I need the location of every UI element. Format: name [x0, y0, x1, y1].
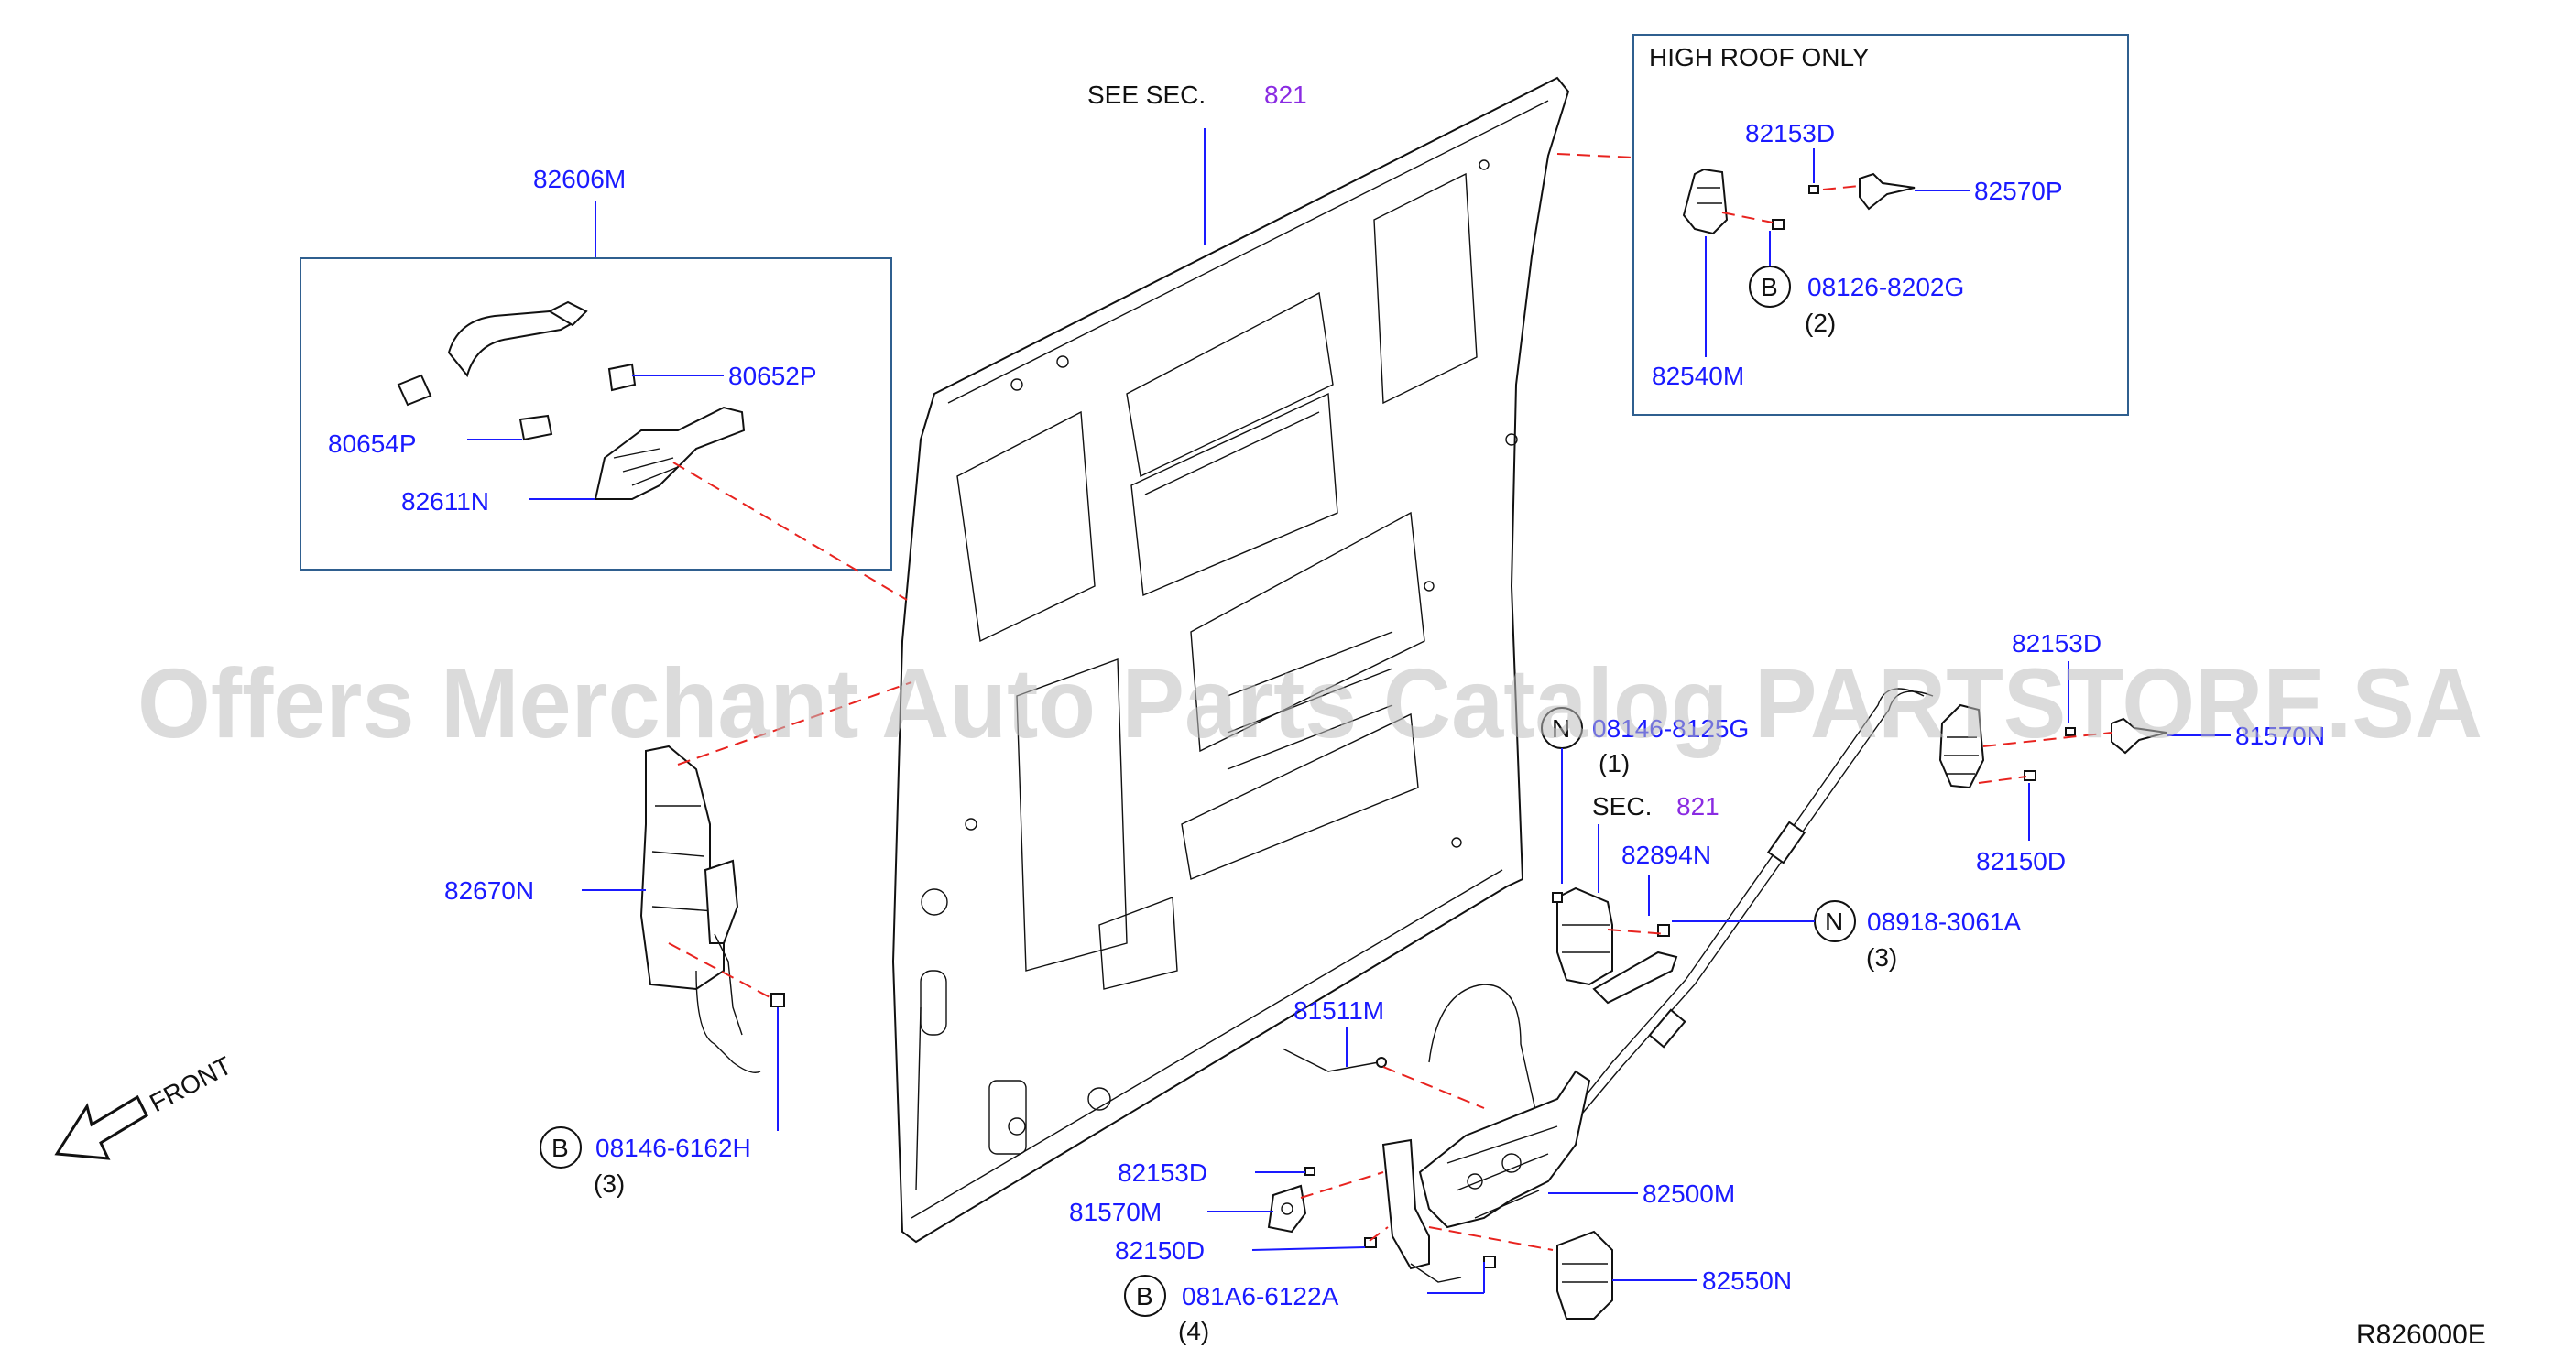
outside-handle-kit-group: 82606M 80652P 80654P 82611N: [300, 165, 892, 571]
badge-b-08146: [540, 1126, 582, 1169]
qty-08126: (2): [1805, 309, 1836, 337]
callout-82153D-bottom[interactable]: 82153D: [1118, 1158, 1207, 1187]
sec-number[interactable]: 821: [1676, 792, 1719, 821]
callout-82611N[interactable]: 82611N: [401, 487, 489, 516]
callout-82150D-right[interactable]: 82150D: [1976, 847, 2066, 875]
callout-82540M[interactable]: 82540M: [1652, 362, 1744, 390]
badge-letter: B: [551, 1134, 569, 1162]
badge-letter: N: [1825, 908, 1843, 936]
callout-81511M[interactable]: 81511M: [1293, 996, 1384, 1025]
rear-roller-group: 82153D 81570N 82150D: [1556, 629, 2325, 1127]
callout-82570P[interactable]: 82570P: [1974, 177, 2063, 205]
front-arrow: FRONT: [54, 1051, 236, 1160]
diagram-reference-code: R826000E: [2356, 1320, 2486, 1350]
callout-81570M[interactable]: 81570M: [1069, 1198, 1162, 1226]
lower-rail-bracket-group: [1552, 824, 1678, 1005]
main-latch-part: [1418, 1070, 1591, 1229]
cap-part: [518, 414, 553, 441]
rear-latch-group: 81511M: [1267, 984, 1613, 1320]
handle-bracket-part: [594, 406, 746, 500]
callout-08146-8125G[interactable]: 08146-8125G: [1592, 714, 1749, 743]
callout-82500M[interactable]: 82500M: [1643, 1180, 1735, 1208]
qty-08146-n: (1): [1599, 749, 1630, 777]
escutcheon-part-right: [607, 363, 637, 392]
outside-handle-part: [447, 310, 579, 378]
sec-label: SEC.: [1592, 792, 1652, 821]
badge-letter: B: [1761, 273, 1778, 301]
dash-roof-to-door: [1556, 153, 1634, 158]
front-label: FRONT: [145, 1051, 236, 1118]
callout-82153D-right[interactable]: 82153D: [2012, 629, 2101, 658]
qty-08918: (3): [1866, 943, 1897, 972]
callout-80654P[interactable]: 80654P: [328, 429, 417, 458]
callout-08918-3061A[interactable]: 08918-3061A: [1867, 908, 2021, 936]
watermark-text: Offers Merchant Auto Parts Catalog PARTS…: [137, 647, 2483, 758]
callout-82670N[interactable]: 82670N: [444, 876, 534, 905]
see-sec-number[interactable]: 821: [1264, 81, 1307, 109]
lower-rail-bracket-part: [1556, 886, 1613, 986]
actuator-part: [1556, 1230, 1613, 1320]
callout-82894N[interactable]: 82894N: [1621, 841, 1711, 869]
qty-08146-b: (3): [594, 1169, 625, 1198]
handle-kit-box: [300, 257, 892, 571]
high-roof-box: [1632, 34, 2129, 416]
qty-081A6: (4): [1178, 1317, 1209, 1345]
badge-letter: N: [1552, 714, 1570, 743]
stopper-part: [1859, 172, 1916, 211]
escutcheon-part-left: [397, 374, 432, 407]
dash-inside-handle-to-door: [677, 681, 912, 766]
badge-letter: B: [1136, 1282, 1153, 1310]
callout-80652P[interactable]: 80652P: [728, 362, 817, 390]
rear-roller-part: [1938, 703, 1985, 789]
high-roof-only-group: HIGH ROOF ONLY 82153D 82570P B 08126-820…: [1632, 34, 2129, 416]
sliding-door-panel: [891, 76, 1570, 1244]
rear-stopper-part: [2111, 717, 2167, 755]
front-arrow-icon: [54, 1094, 148, 1160]
callout-82550N[interactable]: 82550N: [1702, 1267, 1792, 1295]
dash-handle-to-door: [672, 462, 908, 601]
callout-82606M[interactable]: 82606M: [533, 165, 626, 193]
rod-part: [1282, 1048, 1380, 1072]
callout-08146-6162H[interactable]: 08146-6162H: [595, 1134, 751, 1162]
callout-82150D-bottom[interactable]: 82150D: [1115, 1236, 1205, 1265]
high-roof-title: HIGH ROOF ONLY: [1649, 43, 1870, 71]
inside-handle-group: 82670N: [444, 745, 785, 1131]
see-sec-label: SEE SEC.: [1087, 81, 1206, 109]
callout-82153D-top[interactable]: 82153D: [1745, 119, 1835, 147]
callout-81570N[interactable]: 81570N: [2235, 722, 2325, 750]
striker-part: [1267, 1184, 1307, 1234]
upper-roller-part: [1682, 168, 1729, 235]
callout-08126-8202G[interactable]: 08126-8202G: [1807, 273, 1964, 301]
badge-b-081A6: [1124, 1275, 1166, 1317]
callout-081A6-6122A[interactable]: 081A6-6122A: [1182, 1282, 1339, 1310]
